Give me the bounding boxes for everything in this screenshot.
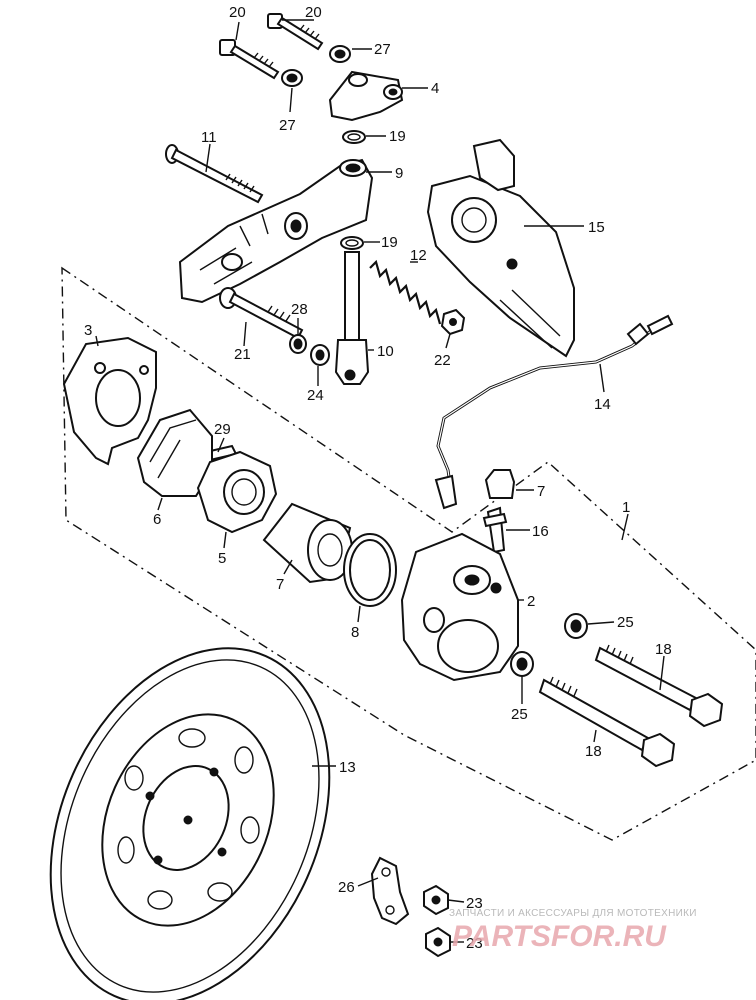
callout-27a: 27 bbox=[374, 41, 391, 58]
watermark: ЗАПЧАСТИ И АКСЕССУАРЫ ДЛЯ МОТОТЕХНИКИ PA… bbox=[449, 908, 697, 953]
callout-3: 3 bbox=[84, 322, 92, 339]
callout-25b: 25 bbox=[511, 706, 528, 723]
callout-14: 14 bbox=[594, 396, 611, 413]
callout-22: 22 bbox=[434, 352, 451, 369]
callout-8: 8 bbox=[351, 624, 359, 641]
callout-20a: 20 bbox=[229, 4, 246, 21]
callout-7a: 7 bbox=[537, 483, 545, 500]
piston-7 bbox=[262, 502, 353, 584]
bolt-20-right bbox=[267, 13, 324, 51]
brake-pad-5 bbox=[196, 450, 278, 534]
bolt-11 bbox=[165, 144, 264, 204]
callout-10: 10 bbox=[377, 343, 394, 360]
callout-18b: 18 bbox=[585, 743, 602, 760]
nut-23-lower bbox=[425, 926, 451, 958]
bolt-21 bbox=[219, 287, 304, 340]
washer-25-upper bbox=[564, 613, 588, 639]
pivot-pin-10 bbox=[334, 251, 370, 385]
oring-19-upper bbox=[342, 130, 366, 144]
callout-28: 28 bbox=[291, 301, 308, 318]
callout-12: 12 bbox=[410, 247, 427, 264]
callout-18a: 18 bbox=[655, 641, 672, 658]
callout-15: 15 bbox=[588, 219, 605, 236]
bolt-20-left bbox=[219, 39, 280, 80]
callout-29: 29 bbox=[214, 421, 231, 438]
washer-28 bbox=[289, 334, 307, 354]
brake-pipe-14 bbox=[434, 314, 674, 510]
callout-19a: 19 bbox=[389, 128, 406, 145]
callout-19b: 19 bbox=[381, 234, 398, 251]
watermark-tagline: ЗАПЧАСТИ И АКСЕССУАРЫ ДЛЯ МОТОТЕХНИКИ bbox=[449, 908, 697, 919]
brake-disc-13 bbox=[49, 647, 331, 1000]
washer-24 bbox=[310, 344, 330, 366]
washer-25-lower bbox=[510, 651, 534, 677]
bolt-18-lower bbox=[538, 676, 676, 768]
caliper-shield-15 bbox=[426, 138, 575, 358]
callout-2: 2 bbox=[527, 593, 535, 610]
nut-22 bbox=[440, 308, 466, 336]
oring-19-lower bbox=[340, 236, 364, 250]
caliper-assembly-boundary bbox=[61, 266, 756, 841]
callout-1: 1 bbox=[622, 499, 630, 516]
piston-seal-8 bbox=[343, 533, 397, 607]
callout-27b: 27 bbox=[279, 117, 296, 134]
watermark-brand: PARTSFOR.RU bbox=[452, 920, 667, 953]
callout-23a: 23 bbox=[466, 895, 483, 912]
pad-spring-3 bbox=[62, 336, 157, 466]
caliper-body-2 bbox=[400, 532, 519, 682]
caliper-bracket-9 bbox=[178, 158, 374, 304]
callout-26: 26 bbox=[338, 879, 355, 896]
callout-25a: 25 bbox=[617, 614, 634, 631]
lock-plate-26 bbox=[370, 856, 410, 926]
callout-24: 24 bbox=[307, 387, 324, 404]
bolt-18-upper bbox=[594, 644, 724, 728]
bleeder-screw-16 bbox=[482, 506, 508, 554]
nut-23-upper bbox=[423, 884, 449, 916]
callout-21: 21 bbox=[234, 346, 251, 363]
callout-4: 4 bbox=[431, 80, 439, 97]
callout-23b: 23 bbox=[466, 935, 483, 952]
callout-9: 9 bbox=[395, 165, 403, 182]
callout-6: 6 bbox=[153, 511, 161, 528]
leader-lines bbox=[95, 19, 665, 943]
washer-27-lower bbox=[281, 69, 303, 87]
callout-5: 5 bbox=[218, 550, 226, 567]
callout-7b: 7 bbox=[276, 576, 284, 593]
callout-labels: 20 20 27 4 27 19 11 9 15 19 12 3 28 21 1… bbox=[84, 4, 672, 952]
callout-13: 13 bbox=[339, 759, 356, 776]
callout-16: 16 bbox=[532, 523, 549, 540]
washer-27-upper bbox=[329, 45, 351, 63]
callout-11: 11 bbox=[201, 129, 217, 146]
callout-20b: 20 bbox=[305, 4, 322, 21]
bleeder-cap-7 bbox=[484, 469, 516, 499]
caliper-joint-4 bbox=[328, 70, 404, 122]
spring-12 bbox=[369, 259, 442, 325]
